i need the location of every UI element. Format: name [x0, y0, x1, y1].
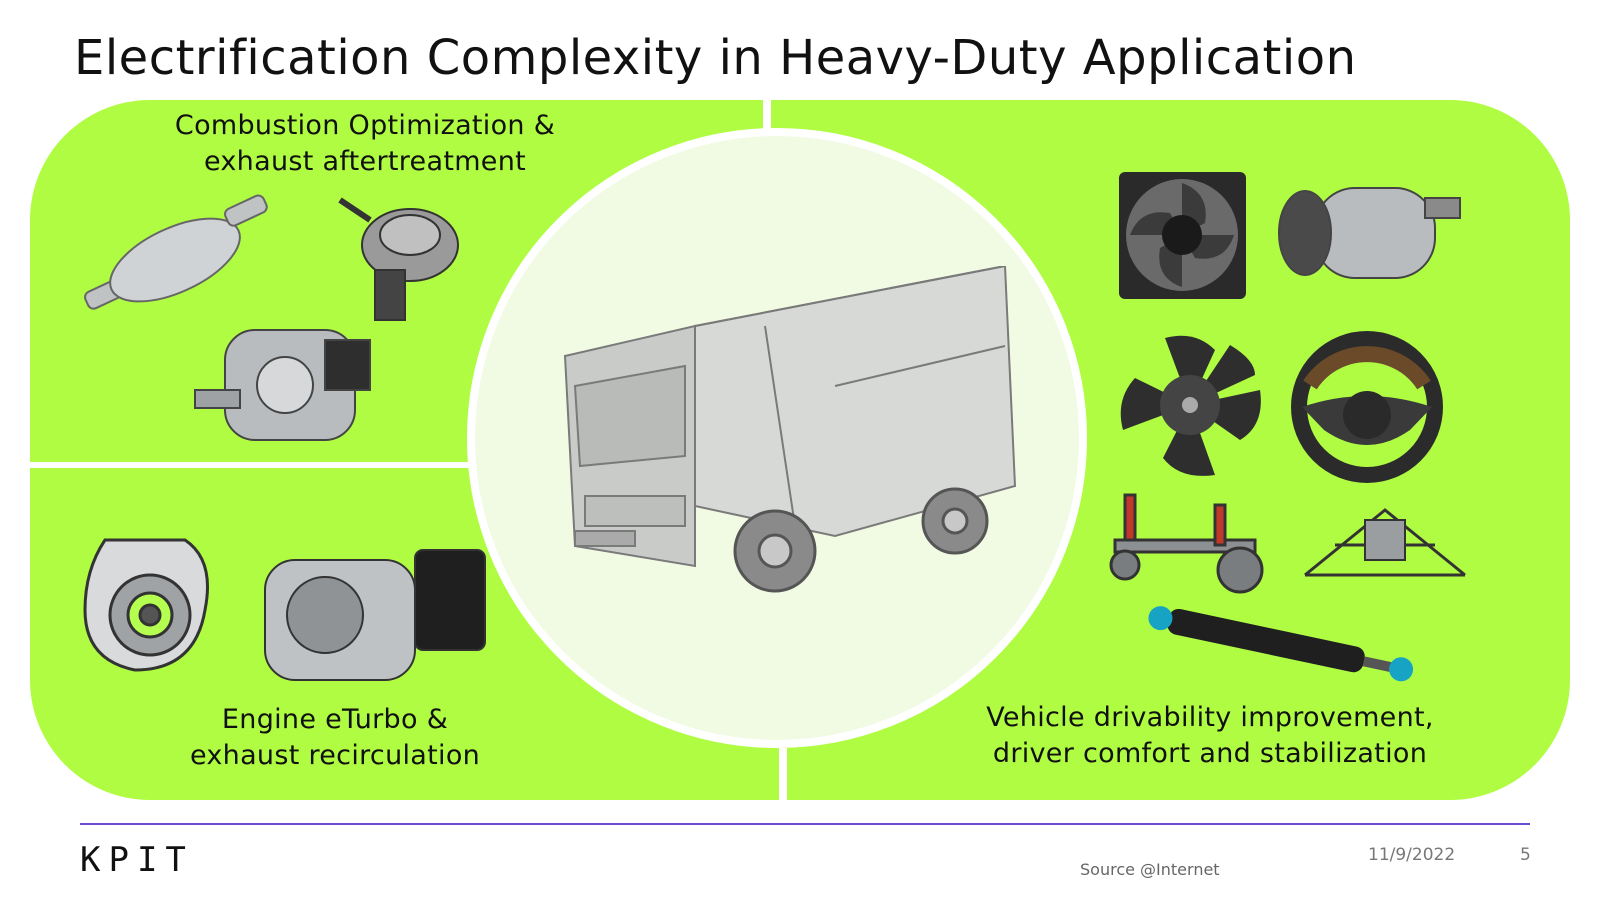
egr-valve-icon: [264, 549, 486, 681]
turbocharger-icon: [83, 538, 209, 672]
divider-bottom: [779, 748, 787, 800]
label-combustion: Combustion Optimization & exhaust aftert…: [100, 108, 630, 180]
source-note: Source @Internet: [1080, 860, 1220, 879]
suspension-icon: [1109, 493, 1264, 594]
content-panel: Combustion Optimization & exhaust aftert…: [30, 100, 1570, 800]
label-eturbo: Engine eTurbo & exhaust recirculation: [70, 702, 600, 774]
window-regulator-icon: [1304, 508, 1466, 577]
fuel-pump-icon: [338, 197, 459, 321]
kpit-logo: KPIT: [80, 840, 194, 880]
injection-pump-icon: [194, 329, 371, 441]
label-drivability-line1: Vehicle drivability improvement,: [986, 702, 1434, 733]
ac-compressor-icon: [1278, 187, 1461, 279]
footer-rule: [80, 823, 1530, 825]
steering-wheel-icon: [1291, 331, 1443, 483]
divider-left: [30, 462, 470, 468]
label-combustion-line2: exhaust aftertreatment: [203, 146, 527, 177]
hydraulic-cylinder-icon: [1148, 606, 1414, 682]
slide-date: 11/9/2022: [1368, 845, 1456, 865]
page-number: 5: [1520, 845, 1531, 865]
label-combustion-line1: Combustion Optimization &: [174, 110, 556, 141]
blower-fan-icon: [1120, 335, 1261, 476]
truck-circle: [467, 128, 1087, 748]
label-eturbo-line2: exhaust recirculation: [189, 740, 481, 771]
label-drivability: Vehicle drivability improvement, driver …: [950, 700, 1470, 772]
label-drivability-line2: driver comfort and stabilization: [992, 738, 1428, 769]
cooling-fan-icon: [1119, 172, 1246, 299]
label-eturbo-line1: Engine eTurbo &: [221, 704, 449, 735]
catalytic-converter-icon: [84, 194, 268, 310]
page-title: Electrification Complexity in Heavy-Duty…: [74, 30, 1357, 86]
divider-top: [763, 100, 771, 130]
truck-wireframe-icon: [563, 266, 1017, 593]
